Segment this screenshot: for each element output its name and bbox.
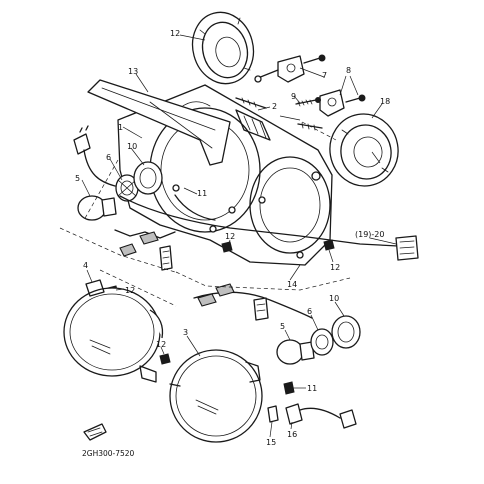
screw-8a [303, 54, 326, 64]
callout-15: 15 [266, 438, 276, 447]
screw-2a [235, 97, 267, 109]
callout-labels: 12 13 1 2 7 8 9 18 6 10 5 11 12 12 14 (1… [75, 29, 390, 447]
callout-leaders [81, 34, 397, 438]
callout-13: 13 [128, 67, 138, 76]
cover-strip [87, 79, 231, 166]
assembly-lines [59, 121, 351, 307]
callout-8: 8 [346, 66, 351, 75]
callout-16: 16 [287, 430, 297, 439]
bulb-left [77, 195, 117, 221]
callout-12-upper-a: 12 [225, 232, 235, 241]
rim-ring-18 [329, 113, 399, 187]
socket-right [310, 328, 334, 356]
nut-12d [159, 353, 171, 365]
position-lamp-assembly [267, 381, 357, 429]
headlight-unit-right [169, 349, 263, 443]
callout-12-lower: 12 [156, 340, 166, 349]
callout-5-lower: 5 [280, 322, 285, 331]
callout-19-20: (19)-20 [355, 230, 385, 239]
harness-upper-left [73, 125, 399, 271]
screw-9 [295, 97, 321, 107]
callout-12-left: 12 [125, 286, 135, 295]
headlight-housing [117, 84, 333, 266]
callout-1: 1 [118, 123, 123, 132]
callout-5-upper: 5 [75, 174, 80, 183]
grommet-left [133, 161, 163, 195]
callout-10-lower: 10 [329, 294, 339, 303]
bulb-right [276, 339, 315, 365]
callout-18: 18 [380, 97, 390, 106]
adjuster-bracket-upper [254, 55, 305, 83]
harness-lower [193, 283, 313, 321]
connector-19-20 [395, 235, 419, 261]
callout-12-upper-b: 12 [330, 263, 340, 272]
callout-11-upper: 11 [197, 189, 207, 198]
grommet-right [331, 315, 361, 349]
callout-10-upper: 10 [127, 142, 137, 151]
front-direction-icon [83, 423, 107, 441]
callout-2: 2 [272, 102, 277, 111]
nut-12b [323, 239, 335, 251]
nut-12a [221, 241, 233, 253]
rim-ring-17 [191, 11, 255, 85]
callout-4: 4 [83, 261, 88, 270]
headlight-unit-left [63, 279, 164, 383]
socket-left [115, 174, 139, 202]
callout-9: 9 [291, 92, 296, 101]
callout-17: 12 [170, 29, 180, 38]
callout-14: 14 [287, 280, 297, 289]
diagram-code: 2GH300-7520 [82, 449, 135, 458]
callout-6-upper: 6 [106, 153, 111, 162]
callout-3: 3 [183, 328, 188, 337]
callout-11-lower: 11 [307, 384, 317, 393]
adjuster-bracket-lower [319, 89, 345, 117]
callout-7: 7 [322, 71, 327, 80]
screw-8b [345, 94, 366, 103]
callout-6-lower: 6 [307, 307, 312, 316]
